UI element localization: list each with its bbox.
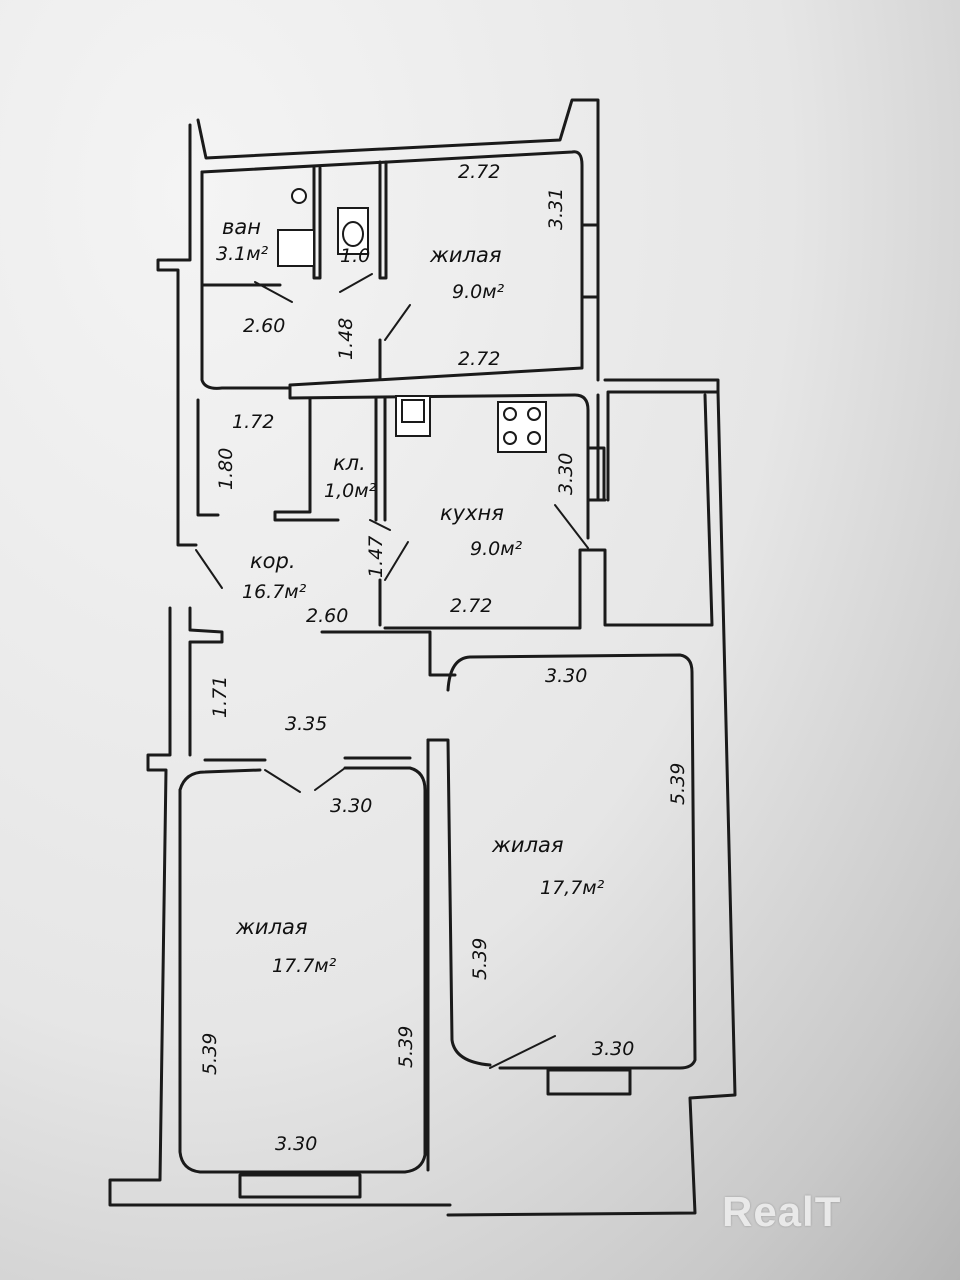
dimension-labels: 2.72 3.31 2.72 2.60 1.48 1.72 1.80 3.30 … [199, 161, 689, 1155]
room-labels: ван 3.1м² 1.0 жилая 9.0м² кл. 1,0м² кухн… [216, 215, 605, 977]
dim-bath-width: 2.60 [243, 315, 285, 337]
living-room-small-area: 9.0м² [452, 281, 505, 303]
living-room-small-label: жилая [429, 243, 502, 267]
kitchen-area: 9.0м² [470, 538, 523, 560]
living-room-left-label: жилая [235, 915, 308, 939]
outer-walls [108, 98, 737, 1217]
stove-burner-icon [503, 407, 517, 421]
dim-top-room-bottom: 2.72 [458, 348, 500, 370]
dim-right-room-left: 5.39 [469, 938, 491, 980]
corridor-label: кор. [250, 549, 296, 573]
left-room-walls [178, 756, 427, 1199]
dim-right-room-bottom: 3.30 [592, 1038, 634, 1060]
fixtures [277, 188, 547, 453]
dim-left-room-top: 3.30 [330, 795, 372, 817]
interior-walls-upper [196, 150, 590, 677]
stove-burner-icon [503, 431, 517, 445]
dim-corridor-side: 1.80 [215, 448, 237, 490]
dim-kitchen-bottom: 2.72 [450, 595, 492, 617]
dim-right-room-side: 5.39 [667, 763, 689, 805]
dim-top-room-side: 3.31 [545, 188, 567, 230]
door-swings [195, 273, 589, 589]
corridor-area: 16.7м² [242, 581, 307, 603]
sink-icon [291, 188, 307, 204]
living-room-left-area: 17.7м² [272, 955, 337, 977]
bathtub-icon [277, 229, 315, 267]
toilet-bowl-icon [342, 221, 364, 247]
dim-bath-height: 1.48 [335, 318, 357, 360]
kitchen-label: кухня [440, 501, 504, 525]
dim-hall-width: 3.35 [285, 713, 327, 735]
realt-logo: RealT [722, 1188, 842, 1235]
windows [580, 223, 606, 502]
storage-area: 1,0м² [324, 480, 377, 502]
living-room-right-area: 17,7м² [540, 877, 605, 899]
bathroom-area: 3.1м² [216, 243, 269, 265]
dim-hall-side: 1.71 [209, 676, 231, 718]
toilet-dimension: 1.0 [340, 245, 370, 267]
dim-top-room-top: 2.72 [458, 161, 500, 183]
dim-left-room-right: 5.39 [395, 1026, 417, 1068]
dim-corridor-bottom: 2.60 [306, 605, 348, 627]
stove-burner-icon [527, 431, 541, 445]
storage-label: кл. [333, 451, 366, 475]
living-room-right-label: жилая [491, 833, 564, 857]
dim-left-room-bottom: 3.30 [275, 1133, 317, 1155]
kitchen-sink-basin-icon [401, 399, 425, 423]
dim-kitchen-side: 3.30 [555, 453, 577, 495]
dim-kitchen-left: 1.47 [365, 536, 387, 578]
bathroom-label: ван [222, 215, 261, 239]
dim-right-room-top: 3.30 [545, 665, 587, 687]
stove-burner-icon [527, 407, 541, 421]
dim-left-room-left: 5.39 [199, 1033, 221, 1075]
dim-corridor-top: 1.72 [232, 411, 274, 433]
right-room-walls [426, 653, 697, 1172]
